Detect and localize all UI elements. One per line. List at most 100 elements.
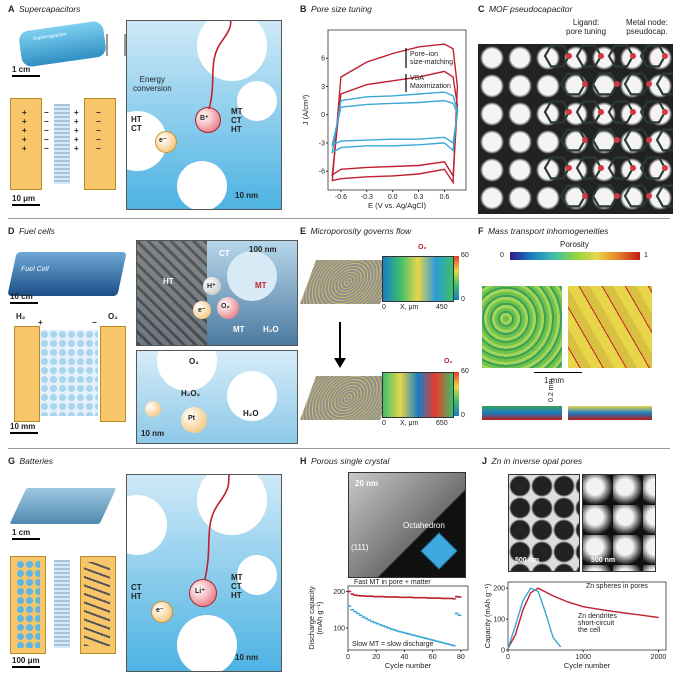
scale-bottom: 10 μm (12, 194, 36, 203)
data-point (429, 638, 434, 641)
ct-label: CT (219, 249, 230, 258)
electron-label: e⁻ (159, 137, 167, 144)
series-line (331, 91, 459, 154)
panel-letter: E (300, 226, 307, 236)
mof-ring (607, 44, 635, 68)
data-point (389, 596, 394, 598)
data-point (401, 631, 405, 634)
mof-ring (655, 128, 673, 152)
mof-ring (591, 72, 619, 96)
scale-h: 1 mm (544, 376, 564, 385)
x1b: 650 (436, 420, 448, 427)
data-point (435, 597, 439, 599)
panel-letter: J (482, 456, 488, 466)
data-point (404, 632, 408, 634)
data-point (378, 595, 383, 598)
scale-bar (12, 666, 40, 668)
data-point (426, 597, 431, 599)
panel-letter: D (8, 226, 15, 236)
data-point (409, 596, 414, 599)
metal-node (630, 109, 636, 115)
data-point (392, 596, 397, 598)
porosity-colorbar (510, 252, 640, 260)
data-point (437, 641, 442, 643)
ct-ht-label: CT HT (131, 583, 142, 601)
x-tick-label: 20 (372, 654, 380, 661)
data-point (423, 637, 428, 640)
h2-label: H₂ (16, 312, 26, 321)
scale-bar (10, 302, 38, 304)
data-point (356, 594, 360, 597)
x-tick-label: 0 (346, 654, 350, 661)
data-point (373, 621, 377, 624)
cb-bot-2: 0 (461, 412, 465, 419)
data-point (381, 625, 386, 627)
data-point (350, 608, 355, 611)
metal-node (646, 137, 652, 143)
porosity-strip-1 (482, 406, 562, 420)
cb-top: 60 (461, 252, 469, 259)
supercapacitor-device: Supercapacitor (17, 20, 108, 68)
xmidb: X, μm (400, 420, 419, 427)
data-point (398, 630, 403, 633)
annotation-pore-ion: size-matching (410, 59, 453, 66)
electron-label: e⁻ (198, 307, 206, 314)
energy-label: Energy conversion (133, 75, 172, 93)
flow-map-1 (382, 256, 454, 302)
data-point (412, 596, 417, 599)
data-point (421, 596, 425, 599)
data-point (415, 596, 419, 599)
mt-ct-ht-label: MT CT HT (231, 573, 243, 600)
p1: 1 (644, 252, 648, 259)
data-point (373, 595, 377, 598)
data-point (398, 596, 403, 599)
panel-f: F Mass transport inhomogeneities Porosit… (478, 226, 673, 444)
data-point (370, 595, 374, 598)
annotation-vsa: VSA (410, 75, 424, 82)
ligand-label: Ligand: pore tuning (566, 18, 607, 36)
data-point (358, 595, 363, 597)
metal-node (614, 193, 620, 199)
x-tick-label: 0 (506, 654, 510, 661)
data-point (353, 594, 357, 596)
minus-label: − (92, 318, 97, 327)
panel-title: Porous single crystal (310, 456, 390, 466)
y-tick-label: 200 (493, 586, 505, 593)
mof-ring (559, 128, 587, 152)
zoom-box-2: O₂ H₂O₂ Pt H₂O 10 nm (136, 350, 298, 444)
data-point (364, 595, 369, 598)
panel-title: Zn in inverse opal pores (491, 456, 583, 466)
ion-ball (195, 107, 221, 133)
metal-node (646, 193, 652, 199)
panel-e: E Microporosity governs flow 60 0 O₂ 0 X… (299, 226, 478, 444)
data-point (404, 596, 408, 599)
facet-label: (111) (351, 543, 369, 552)
p0: 0 (500, 252, 504, 259)
scale-v: 0.2 mm (548, 378, 555, 402)
data-point (395, 630, 400, 632)
data-point (347, 590, 352, 593)
mt-label-2: MT (233, 325, 245, 334)
y-tick-label: 0 (501, 648, 505, 655)
colorbar-1 (454, 256, 459, 300)
pt-label: Pt (188, 415, 195, 422)
h2o-label: H₂O (263, 325, 279, 334)
scale-zoom: 10 nm (235, 191, 259, 200)
data-point (389, 628, 394, 630)
mof-ring (575, 100, 603, 124)
y-tick-label: -3 (319, 140, 325, 147)
annotation-slow: Slow MT = slow discharge (352, 641, 433, 648)
mof-ring (607, 100, 635, 124)
plot-frame (327, 29, 467, 191)
metal-node (566, 165, 572, 171)
y-tick-label: -6 (319, 169, 325, 176)
data-point (378, 623, 383, 626)
mof-ring (623, 72, 651, 96)
ion-label: Li⁺ (195, 588, 205, 595)
data-point (443, 642, 448, 645)
data-point (426, 638, 431, 640)
o2b-label: O₂ (189, 357, 199, 366)
data-point (432, 639, 436, 642)
